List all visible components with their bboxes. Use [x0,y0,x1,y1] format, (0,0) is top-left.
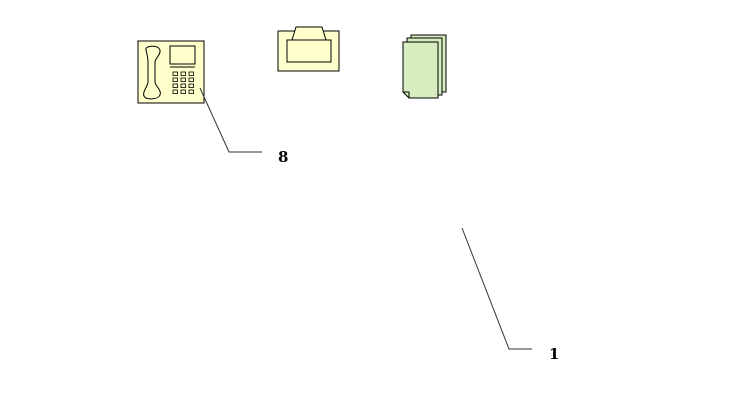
fax-paper-tray [291,26,327,41]
callout-1-leader-line [461,227,532,350]
fax-paper-slot [286,39,332,63]
telephone-display [169,45,196,65]
callout-8-label: 8 [278,148,288,166]
callout-8-leader-line [199,87,262,153]
telephone-handset [143,45,161,100]
telephone-icon [137,40,205,104]
document-folded-corner [403,91,410,98]
telephone-keypad [172,71,194,94]
document-front [402,41,439,99]
fax-icon [277,26,340,72]
callout-1-label: 1 [549,345,559,363]
document-stack-icon [402,34,447,99]
